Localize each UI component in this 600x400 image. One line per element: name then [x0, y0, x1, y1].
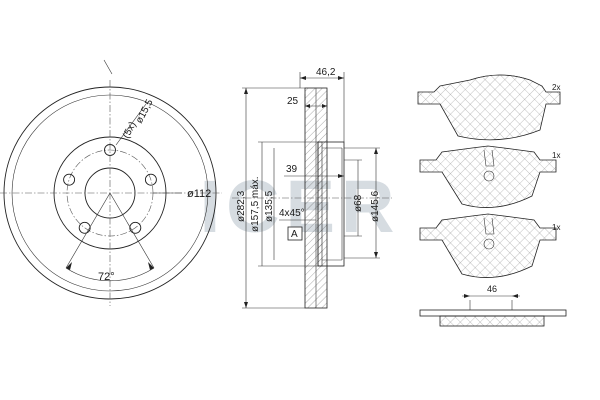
bolt-hole — [129, 221, 142, 234]
chamfer-label: 4x45° — [279, 208, 305, 219]
bolt-count-label: (5x) — [121, 120, 139, 140]
overall-width-label: 46,2 — [316, 67, 336, 78]
brake-pads: 2x 1x 1x 46 — [417, 74, 567, 327]
brake-pad: 1x — [419, 145, 560, 208]
hat-outer-diameter-label: ø145,6 — [370, 190, 381, 222]
bolt-hole — [63, 173, 76, 186]
bolt-hole-diameter-label: ø15,5 — [134, 97, 156, 125]
disc-outer-diameter-label: ø282,3 — [236, 190, 247, 222]
pad-quantity-label: 1x — [552, 151, 560, 160]
hat-diameter-label: ø135,5 — [264, 190, 275, 222]
view-marker-label: A — [291, 229, 298, 240]
brake-pad: 1x — [419, 213, 560, 278]
bolt-angle-label: 72° — [98, 271, 115, 283]
disc-section-view: 46,2 25 ø282,3 ø157,5 máx. ø135,5 39 4x4… — [232, 67, 392, 309]
pad-width-label: 46 — [487, 284, 497, 294]
bolt-hole — [144, 173, 157, 186]
view-marker-box — [287, 226, 303, 241]
pad-quantity-label: 1x — [552, 223, 560, 232]
bolt-hole — [78, 221, 91, 234]
brake-pad-side-view: 46 — [419, 284, 567, 327]
max-diameter-label: ø157,5 máx. — [250, 176, 261, 232]
brake-pad: 2x — [417, 74, 560, 141]
inner-bore-diameter-label: ø68 — [353, 194, 364, 212]
hat-height-label: 39 — [286, 164, 298, 175]
disc-front-view: (5x) ø15,5 ø112 72° — [0, 59, 222, 306]
pcd-diameter-label: ø112 — [187, 188, 211, 200]
pad-quantity-label: 2x — [552, 83, 560, 92]
disc-thickness-label: 25 — [287, 96, 299, 107]
